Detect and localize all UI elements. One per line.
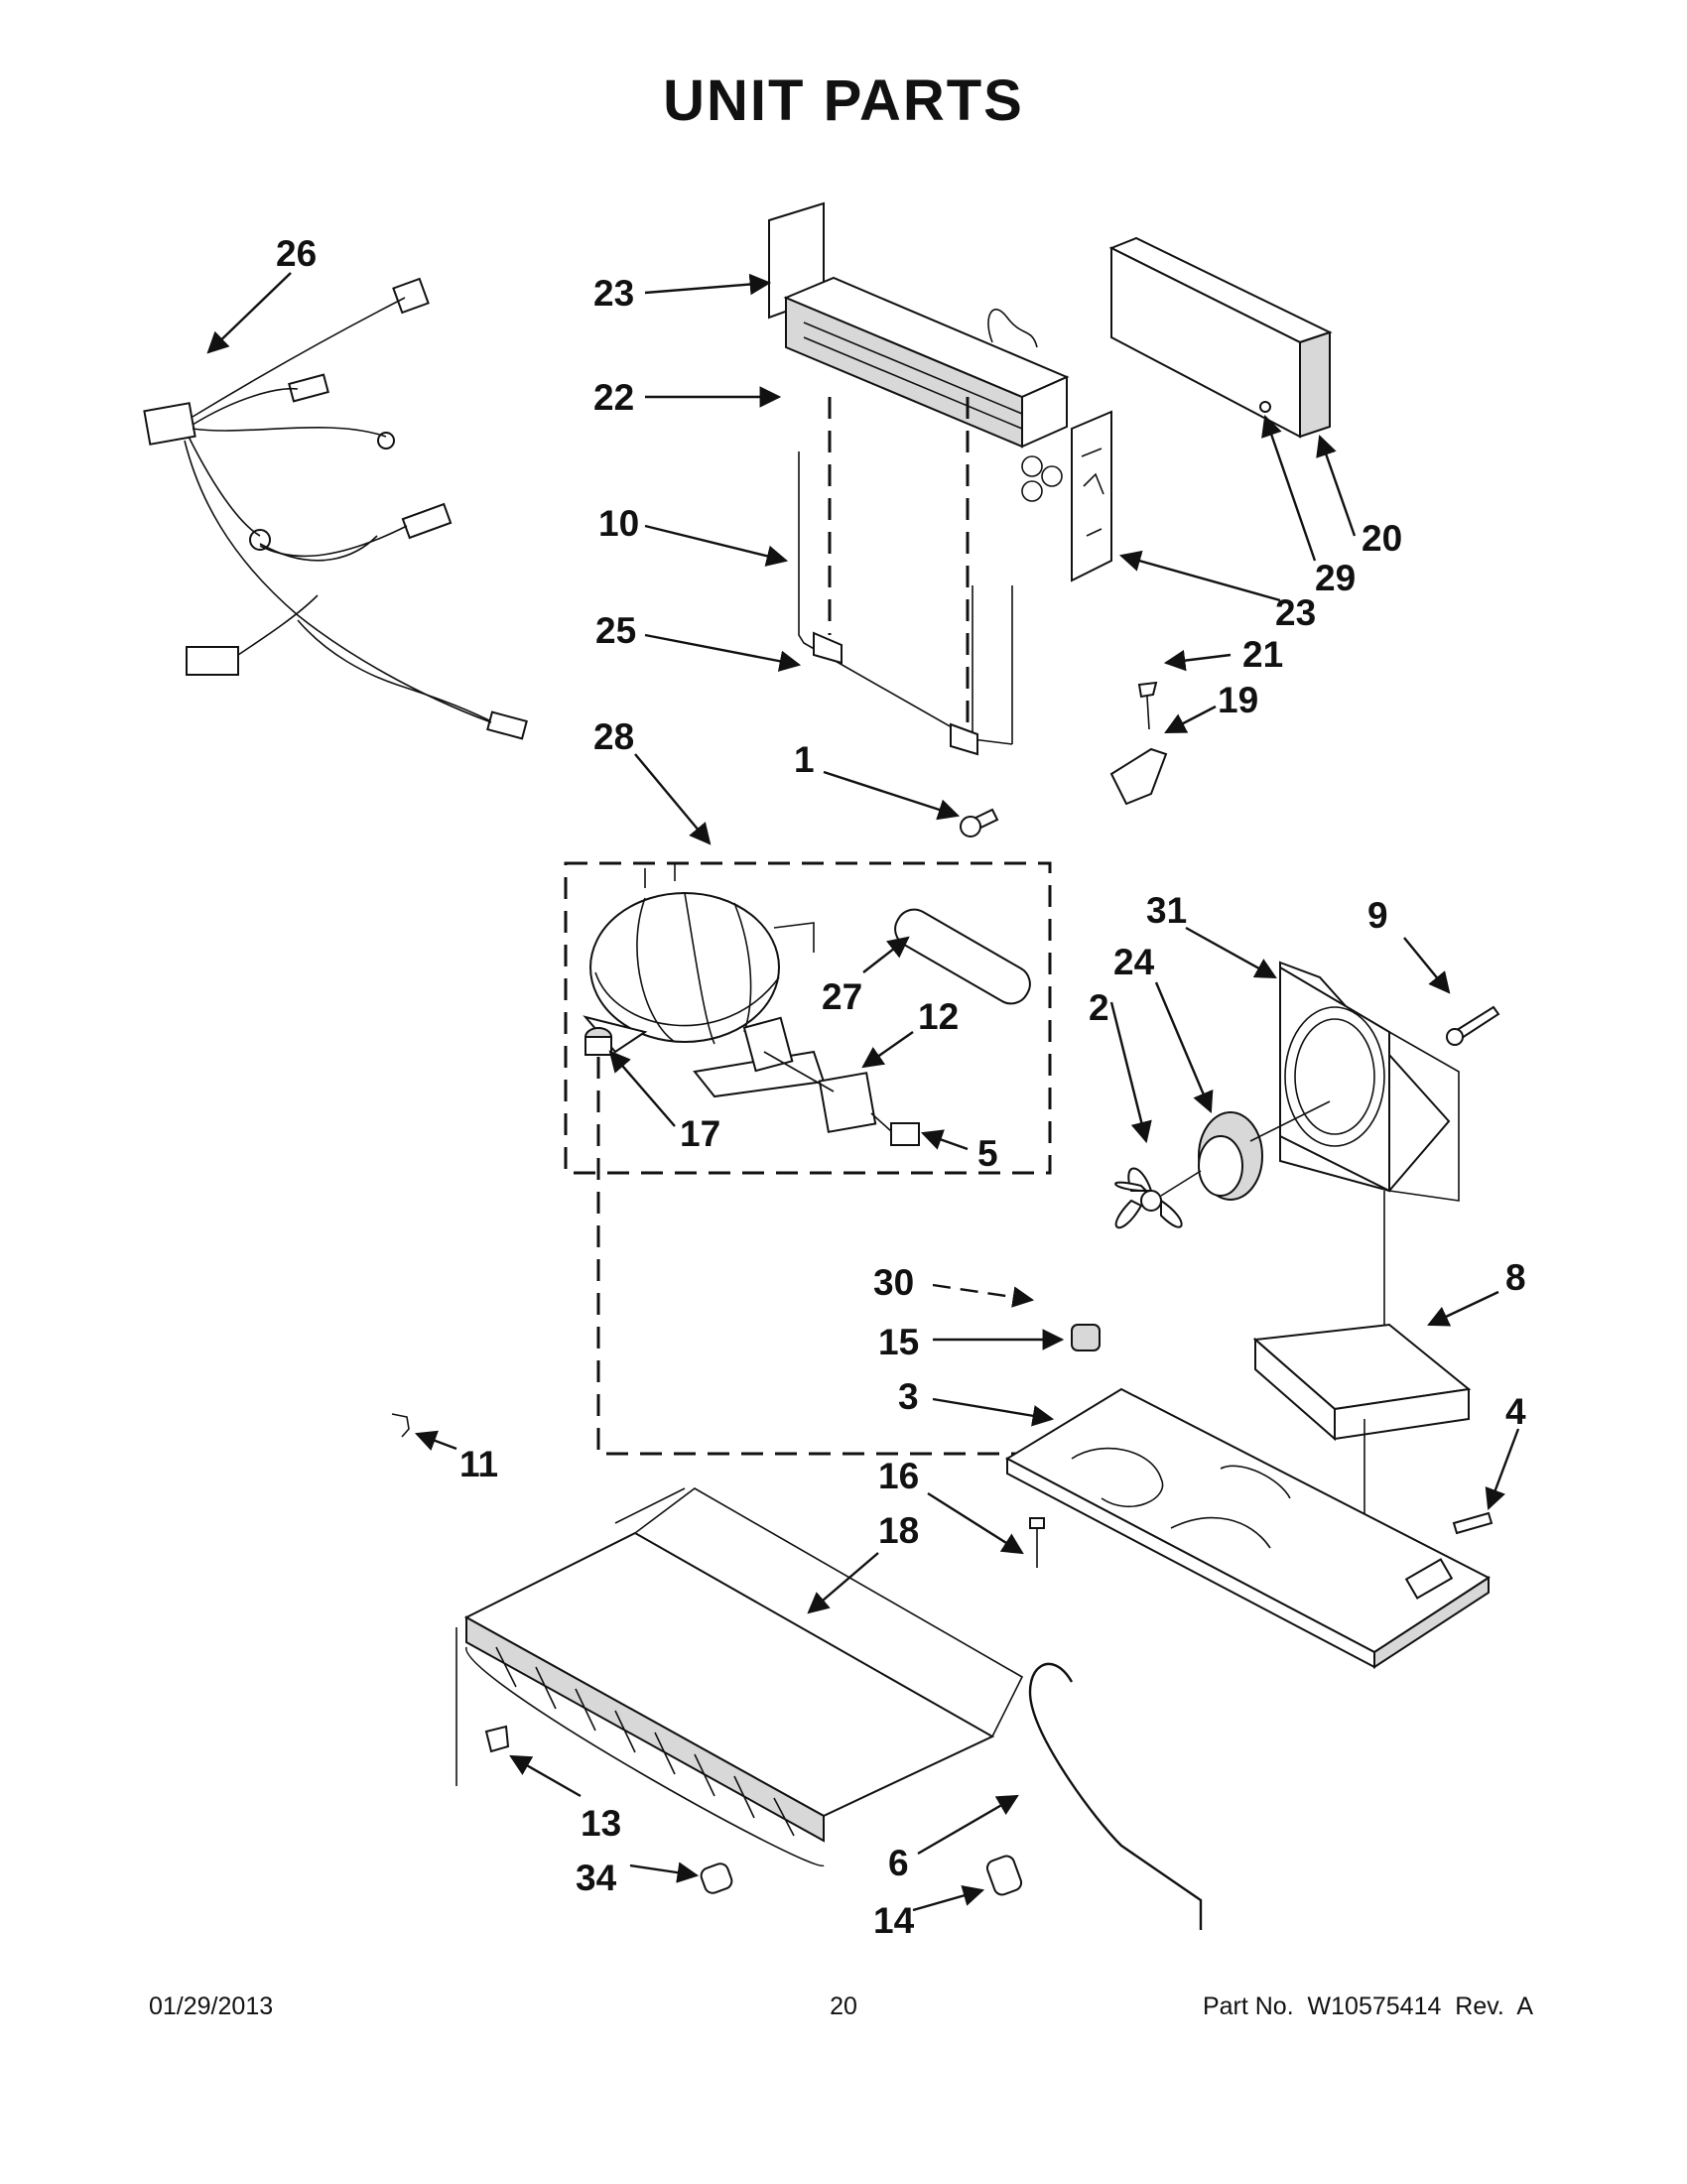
callout-24: 24 — [1113, 942, 1155, 982]
fan-bracket-illustration — [1252, 1191, 1472, 1598]
coil-clip-illustration — [484, 1725, 510, 1753]
base-plate-illustration — [1004, 1324, 1493, 1669]
callout-31: 31 — [1146, 890, 1187, 931]
tube-illustration — [1029, 1662, 1203, 1930]
compressor-group-illustration — [564, 808, 1052, 1175]
callout-4: 4 — [1505, 1391, 1526, 1432]
callout-1: 1 — [794, 739, 815, 780]
callout-18: 18 — [878, 1510, 919, 1551]
leader-lines — [206, 272, 1520, 1912]
callout-23-top: 23 — [593, 273, 634, 314]
grommet-illustration — [700, 1863, 733, 1894]
tube-grommet-illustration — [985, 1855, 1023, 1896]
callout-25: 25 — [595, 610, 636, 651]
callout-34: 34 — [576, 1858, 617, 1898]
callout-11: 11 — [459, 1444, 498, 1484]
callout-13: 13 — [581, 1803, 621, 1844]
callout-21: 21 — [1242, 634, 1283, 675]
callout-15: 15 — [878, 1322, 919, 1362]
callout-14: 14 — [873, 1900, 915, 1941]
clip-illustration — [391, 1413, 410, 1438]
callout-8: 8 — [1505, 1257, 1526, 1298]
callout-9: 9 — [1367, 895, 1388, 936]
callout-27: 27 — [822, 976, 862, 1017]
page-title: UNIT PARTS — [663, 68, 1024, 133]
evaporator-illustration — [768, 201, 1070, 502]
callout-6: 6 — [888, 1843, 909, 1883]
callout-22: 22 — [593, 377, 634, 418]
footer-page-number: 20 — [830, 1992, 857, 2020]
fan-blade-illustration — [1114, 1167, 1202, 1229]
callout-5: 5 — [977, 1133, 998, 1174]
defrost-heater-illustration — [798, 397, 1013, 756]
fan-motor-illustration — [1198, 1100, 1331, 1201]
condenser-coil-illustration — [455, 1487, 1024, 1866]
footer-part-number: Part No. W10575414 Rev. A — [1202, 1992, 1533, 2020]
callout-23-right: 23 — [1275, 592, 1316, 633]
wiring-harness-illustration — [143, 277, 528, 740]
callout-19: 19 — [1218, 680, 1258, 720]
callout-16: 16 — [878, 1456, 919, 1496]
evaporator-bracket-right-illustration — [1071, 410, 1112, 582]
callout-28: 28 — [593, 716, 634, 757]
footer-date: 01/29/2013 — [149, 1992, 274, 2020]
fan-shroud-illustration — [1279, 961, 1460, 1202]
callout-3: 3 — [898, 1376, 919, 1417]
screw-and-clip-illustration — [1109, 681, 1168, 806]
callout-2: 2 — [1089, 987, 1109, 1028]
callout-10: 10 — [598, 503, 639, 544]
callout-29: 29 — [1315, 558, 1356, 598]
duct-cover-illustration — [1108, 236, 1333, 439]
callout-26: 26 — [276, 233, 317, 274]
fan-screw-illustration — [1446, 1005, 1500, 1046]
callout-30: 30 — [873, 1262, 914, 1303]
callout-12: 12 — [918, 996, 959, 1037]
callout-20: 20 — [1362, 518, 1402, 559]
callout-17: 17 — [680, 1113, 720, 1154]
